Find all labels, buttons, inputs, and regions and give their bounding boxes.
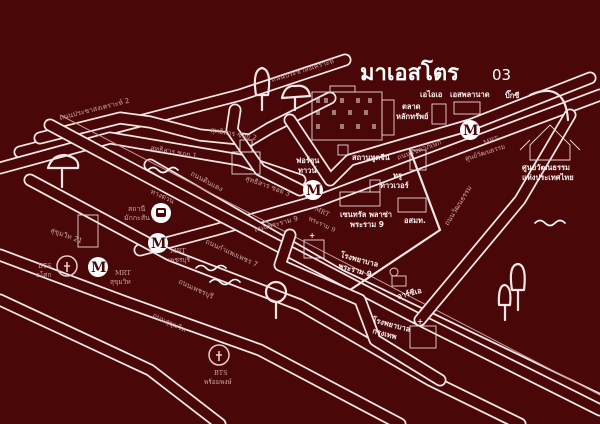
place-label-makkasan: มักกะสัน (124, 214, 150, 222)
place-label-aia: เอไอเอ (420, 89, 442, 99)
mrt-marker-rama9[interactable]: M (303, 180, 323, 200)
building-icon (231, 139, 261, 175)
building-icon (431, 103, 447, 125)
road-expressway (43, 114, 600, 417)
map-title: มาเอสโตร (360, 59, 459, 86)
building-icon (77, 214, 99, 248)
building-icon (339, 179, 381, 207)
svg-text:M: M (306, 183, 322, 199)
tree-icon (280, 84, 312, 112)
place-label-fortune: ฟอร์จูน (296, 156, 320, 166)
place-label-central: พระราม 9 (350, 220, 384, 229)
road-petchaburi (23, 173, 527, 424)
building-icon: + (303, 231, 325, 259)
tree-icon (264, 280, 288, 320)
station-label: MRT (115, 269, 131, 277)
train-icon-makkasan[interactable] (151, 203, 171, 223)
mrt-marker-sukhumvit[interactable]: M (88, 257, 108, 277)
place-label-central: เซนทรัล พลาซ่า (340, 210, 392, 219)
building-icon: + (409, 317, 437, 349)
place-label-set: หลักทรัพย์ (396, 112, 428, 121)
road-label-kamphaeng: ถนนกำแพงเพชร 7 (204, 238, 259, 269)
road-pracha-songkhro (13, 53, 352, 159)
decorative-waves (147, 166, 566, 286)
road-watthanatham (348, 89, 577, 327)
road-sukhumvit (0, 248, 407, 424)
bts-icon-asok[interactable] (56, 255, 78, 277)
road-label-watthanatham: ถนนวัฒนธรรม (443, 184, 474, 227)
road-hospital-lanes (273, 228, 447, 387)
place-label-set: ตลาด (402, 102, 421, 111)
place-label-fortune: ทาวน์ (298, 166, 317, 175)
station-label: อโศก (36, 271, 52, 279)
place-label-true: ทรู (393, 171, 403, 181)
place-label-makkasan: สถานี (128, 205, 145, 213)
place-label-rca: อาร์ซีเอ (396, 286, 422, 301)
station-label: MRT (170, 247, 186, 255)
place-label-bigc: บิ๊กซี (505, 89, 520, 100)
tree-icon (253, 66, 271, 112)
place-label-true: ทาวเวอร์ (380, 181, 410, 190)
building-icon (519, 124, 581, 161)
building-icon (453, 101, 481, 115)
building-icon (389, 267, 407, 287)
building-icon (337, 144, 349, 156)
place-label-mcot: อสมท. (404, 216, 426, 225)
station-label: เพชรบุรี (168, 256, 191, 264)
mrt-marker-petchaburi[interactable]: M (148, 233, 168, 253)
bts-icon-phromphong[interactable] (208, 344, 230, 366)
mrt-marker-cultural-center[interactable]: M (460, 120, 480, 140)
building-icon (397, 197, 427, 213)
svg-text:+: + (417, 317, 423, 326)
place-label-cultural-center: แห่งประเทศไทย (522, 172, 574, 182)
road-ratchada-rama9 (133, 71, 600, 257)
place-label-chinese-embassy: สถานทูตจีน (352, 153, 391, 163)
tree-icon (509, 262, 526, 312)
station-label: BTS (214, 369, 228, 377)
svg-text:+: + (309, 231, 315, 240)
tree-icon (46, 153, 80, 189)
building-icon (409, 149, 427, 171)
svg-text:M: M (463, 123, 479, 139)
station-label: BTS (38, 262, 52, 270)
tree-icon (497, 283, 512, 322)
svg-text:M: M (151, 236, 167, 252)
svg-text:M: M (91, 260, 107, 276)
place-label-esplanade: เอสพลานาด (450, 90, 490, 99)
road-sutthisan-sois (0, 91, 337, 197)
station-label: พร้อมพงษ์ (204, 378, 232, 386)
maestro-building-illustration (311, 85, 395, 141)
place-label-cultural-center: ศูนย์วัฒนธรรม (522, 163, 570, 173)
station-label: สุขุมวิท (110, 278, 131, 286)
map-title-number: 03 (492, 66, 511, 84)
roads (0, 53, 600, 424)
road-label-petchaburi: ถนนเพชรบุรี (177, 278, 215, 301)
